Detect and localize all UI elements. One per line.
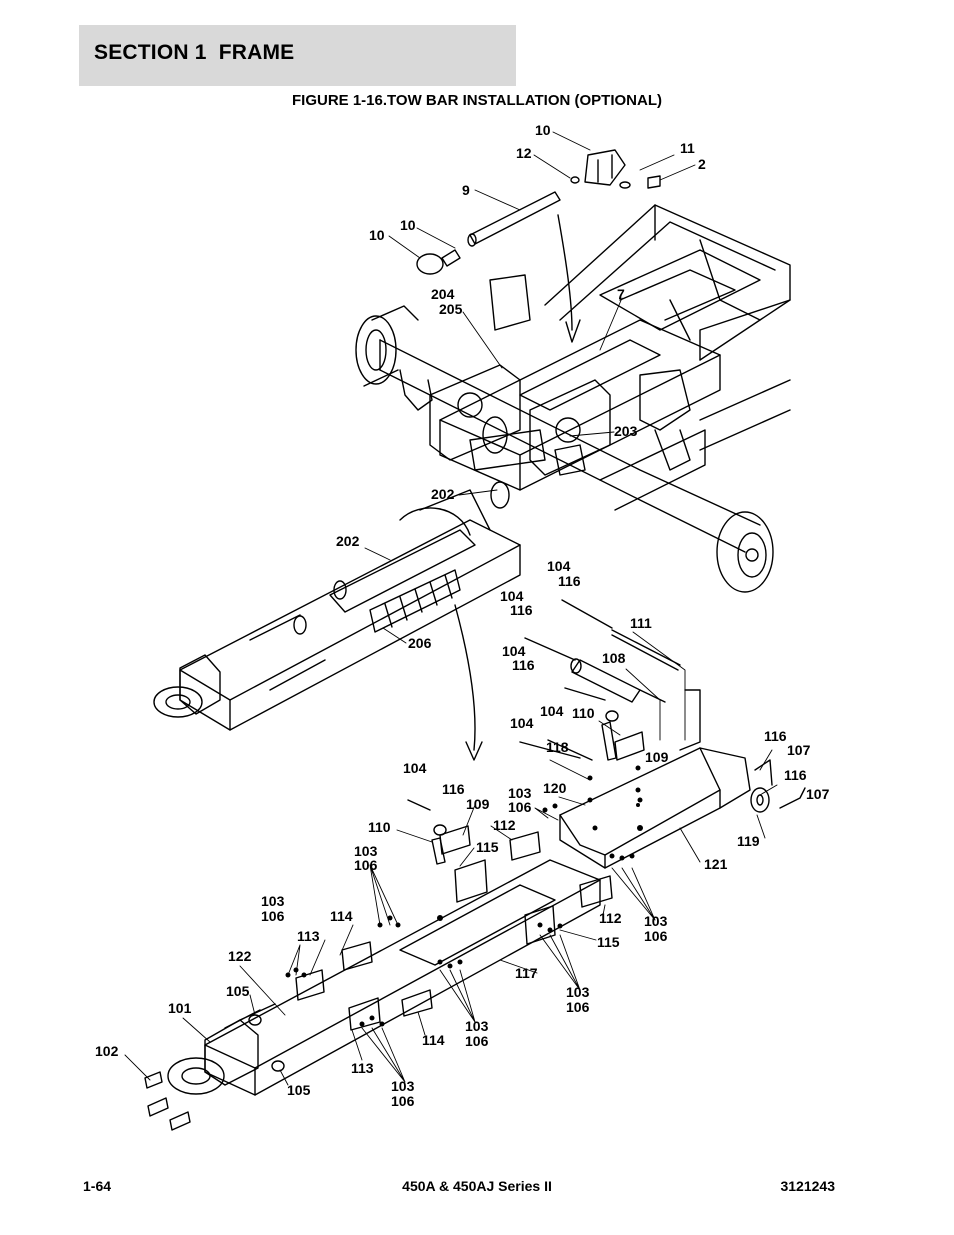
callout-label: 103 — [391, 1078, 415, 1094]
callout-label: 102 — [95, 1043, 119, 1059]
callout-label: 110 — [572, 705, 595, 721]
assembly-arrows — [454, 214, 581, 761]
callout-label: 105 — [226, 983, 250, 999]
section-header: SECTION 1 FRAME — [79, 25, 516, 86]
exploded-pin-parts — [416, 149, 661, 275]
callout-label: 10 — [535, 122, 551, 138]
callout-label: 106 — [354, 857, 378, 873]
callout-label: 101 — [168, 1000, 192, 1016]
callout-label: 7 — [617, 286, 625, 302]
callout-label: 104 — [403, 760, 427, 776]
callout-label: 10 — [400, 217, 416, 233]
callout-label: 205 — [439, 301, 463, 317]
document-number: 3121243 — [780, 1178, 835, 1194]
callout-label: 103 — [644, 913, 668, 929]
callout-label: 106 — [465, 1033, 489, 1049]
callout-label: 206 — [408, 635, 432, 651]
mounting-brackets — [429, 274, 691, 509]
callout-label: 121 — [704, 856, 728, 872]
callout-label: 204 — [431, 286, 455, 302]
callout-label: 202 — [336, 533, 360, 549]
callout-label: 120 — [543, 780, 567, 796]
callout-label: 110 — [368, 819, 391, 835]
callout-label: 117 — [515, 965, 538, 981]
leader-lines — [124, 131, 778, 1086]
callout-label: 106 — [391, 1093, 415, 1109]
callout-label: 10 — [369, 227, 385, 243]
callout-label: 114 — [422, 1032, 445, 1048]
callout-label: 116 — [558, 573, 581, 589]
callout-label: 12 — [516, 145, 532, 161]
section-title: SECTION 1 FRAME — [94, 41, 295, 64]
callout-label: 103 — [261, 893, 285, 909]
callout-label: 11 — [680, 140, 695, 156]
callout-label: 116 — [764, 728, 787, 744]
callout-label: 118 — [546, 739, 569, 755]
callout-label: 116 — [442, 781, 465, 797]
callout-label: 103 — [566, 984, 590, 1000]
callout-label: 115 — [597, 934, 620, 950]
callout-label: 113 — [297, 928, 320, 944]
callout-label: 105 — [287, 1082, 311, 1098]
callout-label: 104 — [510, 715, 534, 731]
callout-label: 103 — [354, 843, 378, 859]
callout-label: 112 — [599, 910, 622, 926]
callout-label: 106 — [644, 928, 668, 944]
callout-label: 203 — [614, 423, 638, 439]
callout-label: 107 — [787, 742, 811, 758]
callout-label: 109 — [466, 796, 490, 812]
callout-label: 107 — [806, 786, 830, 802]
callout-label: 108 — [602, 650, 626, 666]
callout-label: 114 — [330, 908, 353, 924]
axle-assembly — [355, 305, 774, 593]
callout-label: 104 — [540, 703, 564, 719]
model-name: 450A & 450AJ Series II — [402, 1178, 552, 1194]
installed-tow-bar — [153, 489, 521, 731]
callout-label: 202 — [431, 486, 455, 502]
chassis-frame — [439, 204, 791, 491]
callout-label: 103 — [508, 785, 532, 801]
callout-label: 106 — [566, 999, 590, 1015]
callout-label: 119 — [737, 833, 760, 849]
callout-label: 106 — [261, 908, 285, 924]
callout-label: 2 — [698, 156, 706, 172]
callout-label: 116 — [510, 602, 533, 618]
exploded-tow-bar — [144, 599, 806, 1131]
callout-label: 104 — [500, 588, 524, 604]
callout-label: 115 — [476, 839, 499, 855]
callout-label: 109 — [645, 749, 669, 765]
callout-label: 104 — [502, 643, 526, 659]
callout-label: 112 — [493, 817, 516, 833]
tow-bar-diagram: 10 12 11 2 9 10 10 204 205 7 203 202 202… — [95, 122, 830, 1131]
figure-title: FIGURE 1-16.TOW BAR INSTALLATION (OPTION… — [292, 92, 662, 109]
callout-label: 103 — [465, 1018, 489, 1034]
callout-label: 106 — [508, 799, 532, 815]
callout-label: 116 — [512, 657, 535, 673]
page-number: 1-64 — [83, 1178, 112, 1194]
callout-label: 113 — [351, 1060, 374, 1076]
callout-labels: 10 12 11 2 9 10 10 204 205 7 203 202 202… — [95, 122, 830, 1109]
callout-label: 9 — [462, 182, 470, 198]
callout-label: 111 — [630, 615, 652, 631]
callout-label: 104 — [547, 558, 571, 574]
callout-label: 116 — [784, 767, 807, 783]
callout-label: 122 — [228, 948, 252, 964]
